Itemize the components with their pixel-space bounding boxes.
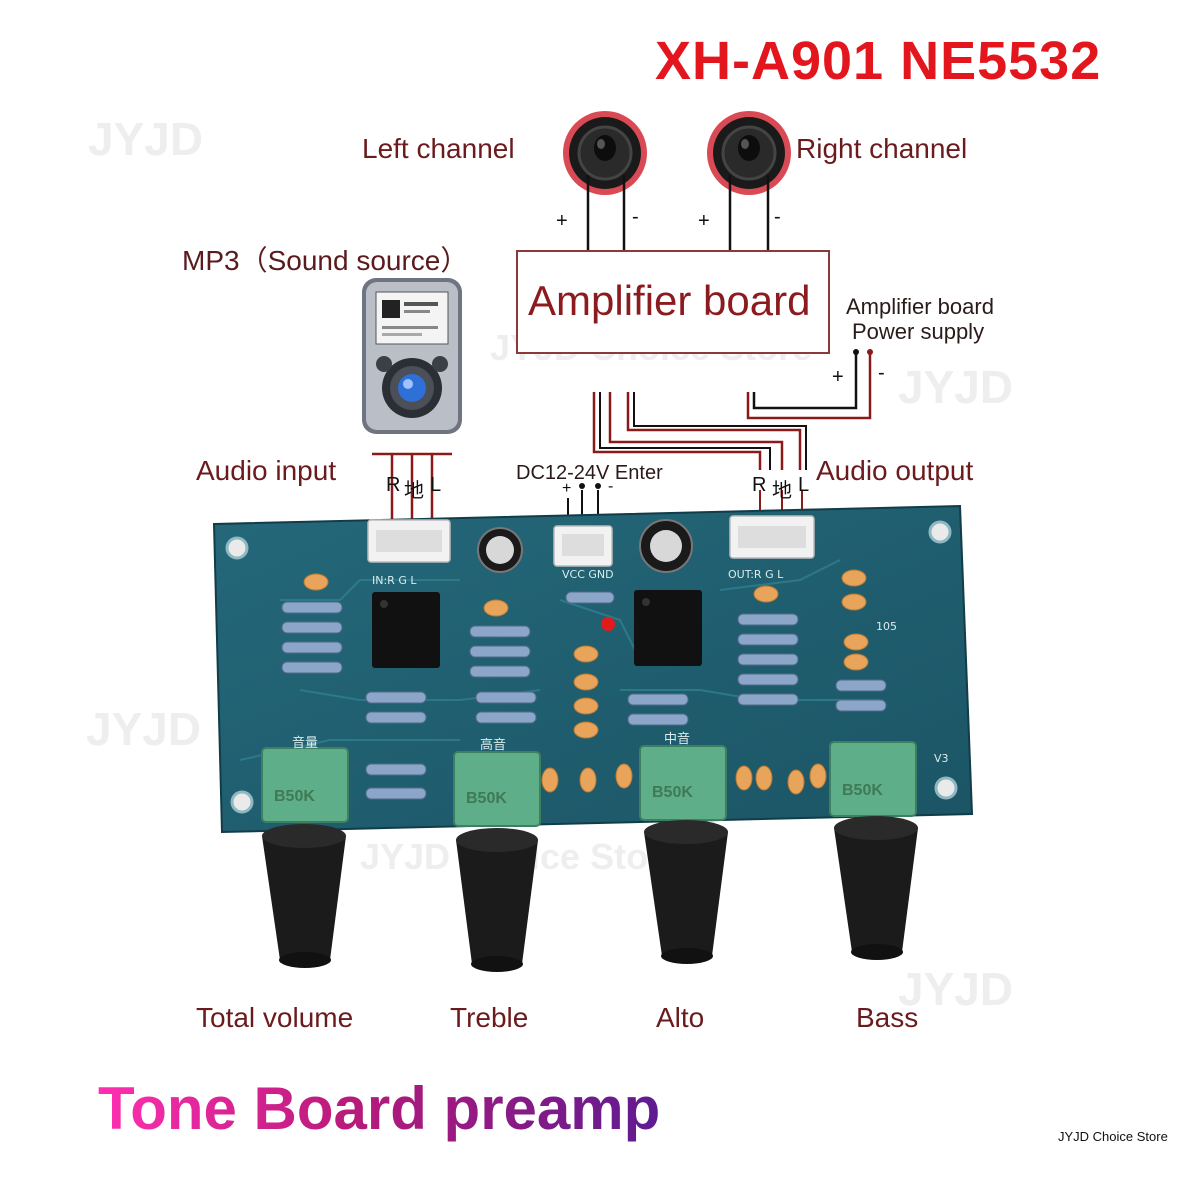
pot-marking-treble: B50K xyxy=(466,790,507,807)
pot-marking-bass: B50K xyxy=(842,782,883,799)
knob-label-bass: Bass xyxy=(856,1002,919,1033)
power-plus-label: + xyxy=(832,366,844,388)
amplifier-board-box xyxy=(516,250,830,354)
dc-minus-label: - xyxy=(608,478,614,495)
silk-105-label: 105 xyxy=(876,620,897,633)
pot-marking-volume: B50K xyxy=(274,788,315,805)
output-pin-gnd: 地 xyxy=(772,480,792,502)
page-title: XH-A901 NE5532 xyxy=(655,31,1102,91)
pot-marking-alto: B50K xyxy=(652,784,693,801)
pot-title-volume: 音量 xyxy=(292,736,319,751)
dc-enter-label: DC12-24V Enter xyxy=(516,462,663,484)
left-plus-label: + xyxy=(556,210,568,232)
pot-title-alto: 中音 xyxy=(664,732,691,747)
pot-title-treble: 高音 xyxy=(480,738,507,753)
silk-vcc-label: VCC GND xyxy=(562,568,614,581)
right-speaker-icon xyxy=(707,111,791,195)
right-plus-label: + xyxy=(698,210,710,232)
left-speaker-icon xyxy=(563,111,647,195)
left-minus-label: - xyxy=(632,206,639,228)
store-name: JYJD Choice Store xyxy=(1058,1129,1168,1144)
watermark: JYJD xyxy=(898,963,1014,1015)
silk-v3-label: V3 xyxy=(934,752,949,765)
silk-out-label: OUT:R G L xyxy=(728,568,784,581)
watermark: JYJD xyxy=(86,703,202,755)
input-pin-gnd: 地 xyxy=(404,480,424,502)
output-pin-r: R xyxy=(752,474,767,496)
knob-label-treble: Treble xyxy=(450,1002,529,1033)
input-pin-r: R xyxy=(386,474,401,496)
amp-power-label-1: Amplifier board xyxy=(846,294,994,319)
output-pin-l: L xyxy=(798,474,810,496)
right-minus-label: - xyxy=(774,206,781,228)
dc-plus-label: + xyxy=(562,480,572,497)
watermark: JYJD xyxy=(898,361,1014,413)
audio-output-label: Audio output xyxy=(816,455,974,486)
amplifier-board-label: Amplifier board xyxy=(528,277,811,324)
power-minus-label: - xyxy=(878,362,885,384)
audio-input-label: Audio input xyxy=(196,455,337,486)
right-channel-label: Right channel xyxy=(796,133,968,164)
silk-in-label: IN:R G L xyxy=(372,574,417,587)
mp3-source-label: MP3（Sound source） xyxy=(182,245,469,276)
knob-label-alto: Alto xyxy=(656,1002,705,1033)
watermark: JYJD xyxy=(88,113,204,165)
input-pin-l: L xyxy=(430,474,442,496)
amp-power-label-2: Power supply xyxy=(852,319,985,344)
left-channel-label: Left channel xyxy=(362,133,515,164)
mp3-player-icon xyxy=(362,278,462,434)
bottom-title: Tone Board preamp xyxy=(98,1075,661,1142)
knob-label-total-volume: Total volume xyxy=(196,1002,354,1033)
